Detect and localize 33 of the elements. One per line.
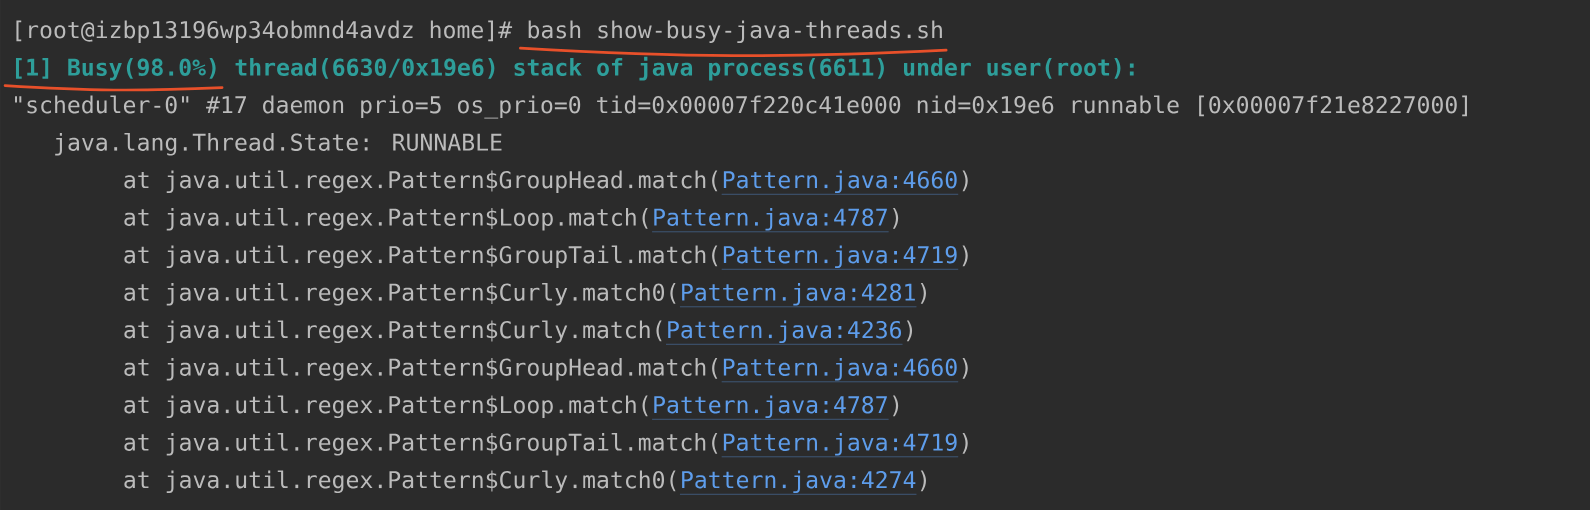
stack-frame-text: at java.util.regex.Pattern$GroupTail.match( <box>124 432 718 456</box>
file-link: Pattern.java:4787 <box>651 208 889 232</box>
stack-frame-text: ) <box>892 395 899 417</box>
stack-frame-text: at java.util.regex.Pattern$GroupHead.match( <box>124 357 718 381</box>
stack-frame-text: at java.util.regex.Pattern$GroupTail.match( <box>124 245 718 269</box>
stack-frame-text: ) <box>962 170 968 192</box>
stack-frame-text: at java.util.regex.Pattern$Loop.match( <box>124 207 648 231</box>
file-link: Pattern.java:4281 <box>679 283 917 307</box>
stack-frame-text: ) <box>962 245 968 267</box>
stack-frame-text: ) <box>920 283 926 304</box>
command-text: bash show-busy-java-threads.sh <box>528 20 942 43</box>
status-text: [1] Busy(98.0%) <box>16 58 216 81</box>
file-link: Pattern.java:4660 <box>721 358 959 382</box>
file-link: Pattern.java:4660 <box>721 170 959 195</box>
status-text: thread(6630/0x19e6) stack of java process(6611) under user(root): <box>235 56 1134 81</box>
file-link: Pattern.java:4274 <box>679 470 917 495</box>
stack-frame-text: at java.util.regex.Pattern$Loop.match( <box>124 395 648 419</box>
file-link: Pattern.java:4719 <box>721 433 959 457</box>
file-link: Pattern.java:4719 <box>721 245 959 270</box>
stack-frame-text: at java.util.regex.Pattern$GroupHead.match( <box>124 170 718 194</box>
stack-frame-text: at java.util.regex.Pattern$Curly.match0( <box>124 282 676 306</box>
file-link: Pattern.java:4236 <box>665 320 903 345</box>
stack-frame-text: ) <box>962 358 968 379</box>
thread-info-text: "scheduler-0" #17 daemon prio=5 os_prio=0 tid=0x00007f220c41e000 nid=0x19e6 runnable [0x00007f21e8227000] <box>15 95 1467 119</box>
stack-frame-text: ) <box>892 208 899 229</box>
prompt-text: [root@izbp13196wp34obmnd4avdz home]# <box>16 20 513 43</box>
stack-frame-text: ) <box>906 320 913 342</box>
stack-frame-text: at java.util.regex.Pattern$Curly.match0( <box>124 470 676 494</box>
stack-frame-text: at java.util.regex.Pattern$Curly.match( <box>124 320 662 344</box>
thread-state-text: java.lang.Thread.State: RUNNABLE <box>55 132 502 156</box>
file-link: Pattern.java:4787 <box>651 395 889 420</box>
stack-frame-text: ) <box>920 470 926 492</box>
stack-frame-text: ) <box>962 433 968 454</box>
